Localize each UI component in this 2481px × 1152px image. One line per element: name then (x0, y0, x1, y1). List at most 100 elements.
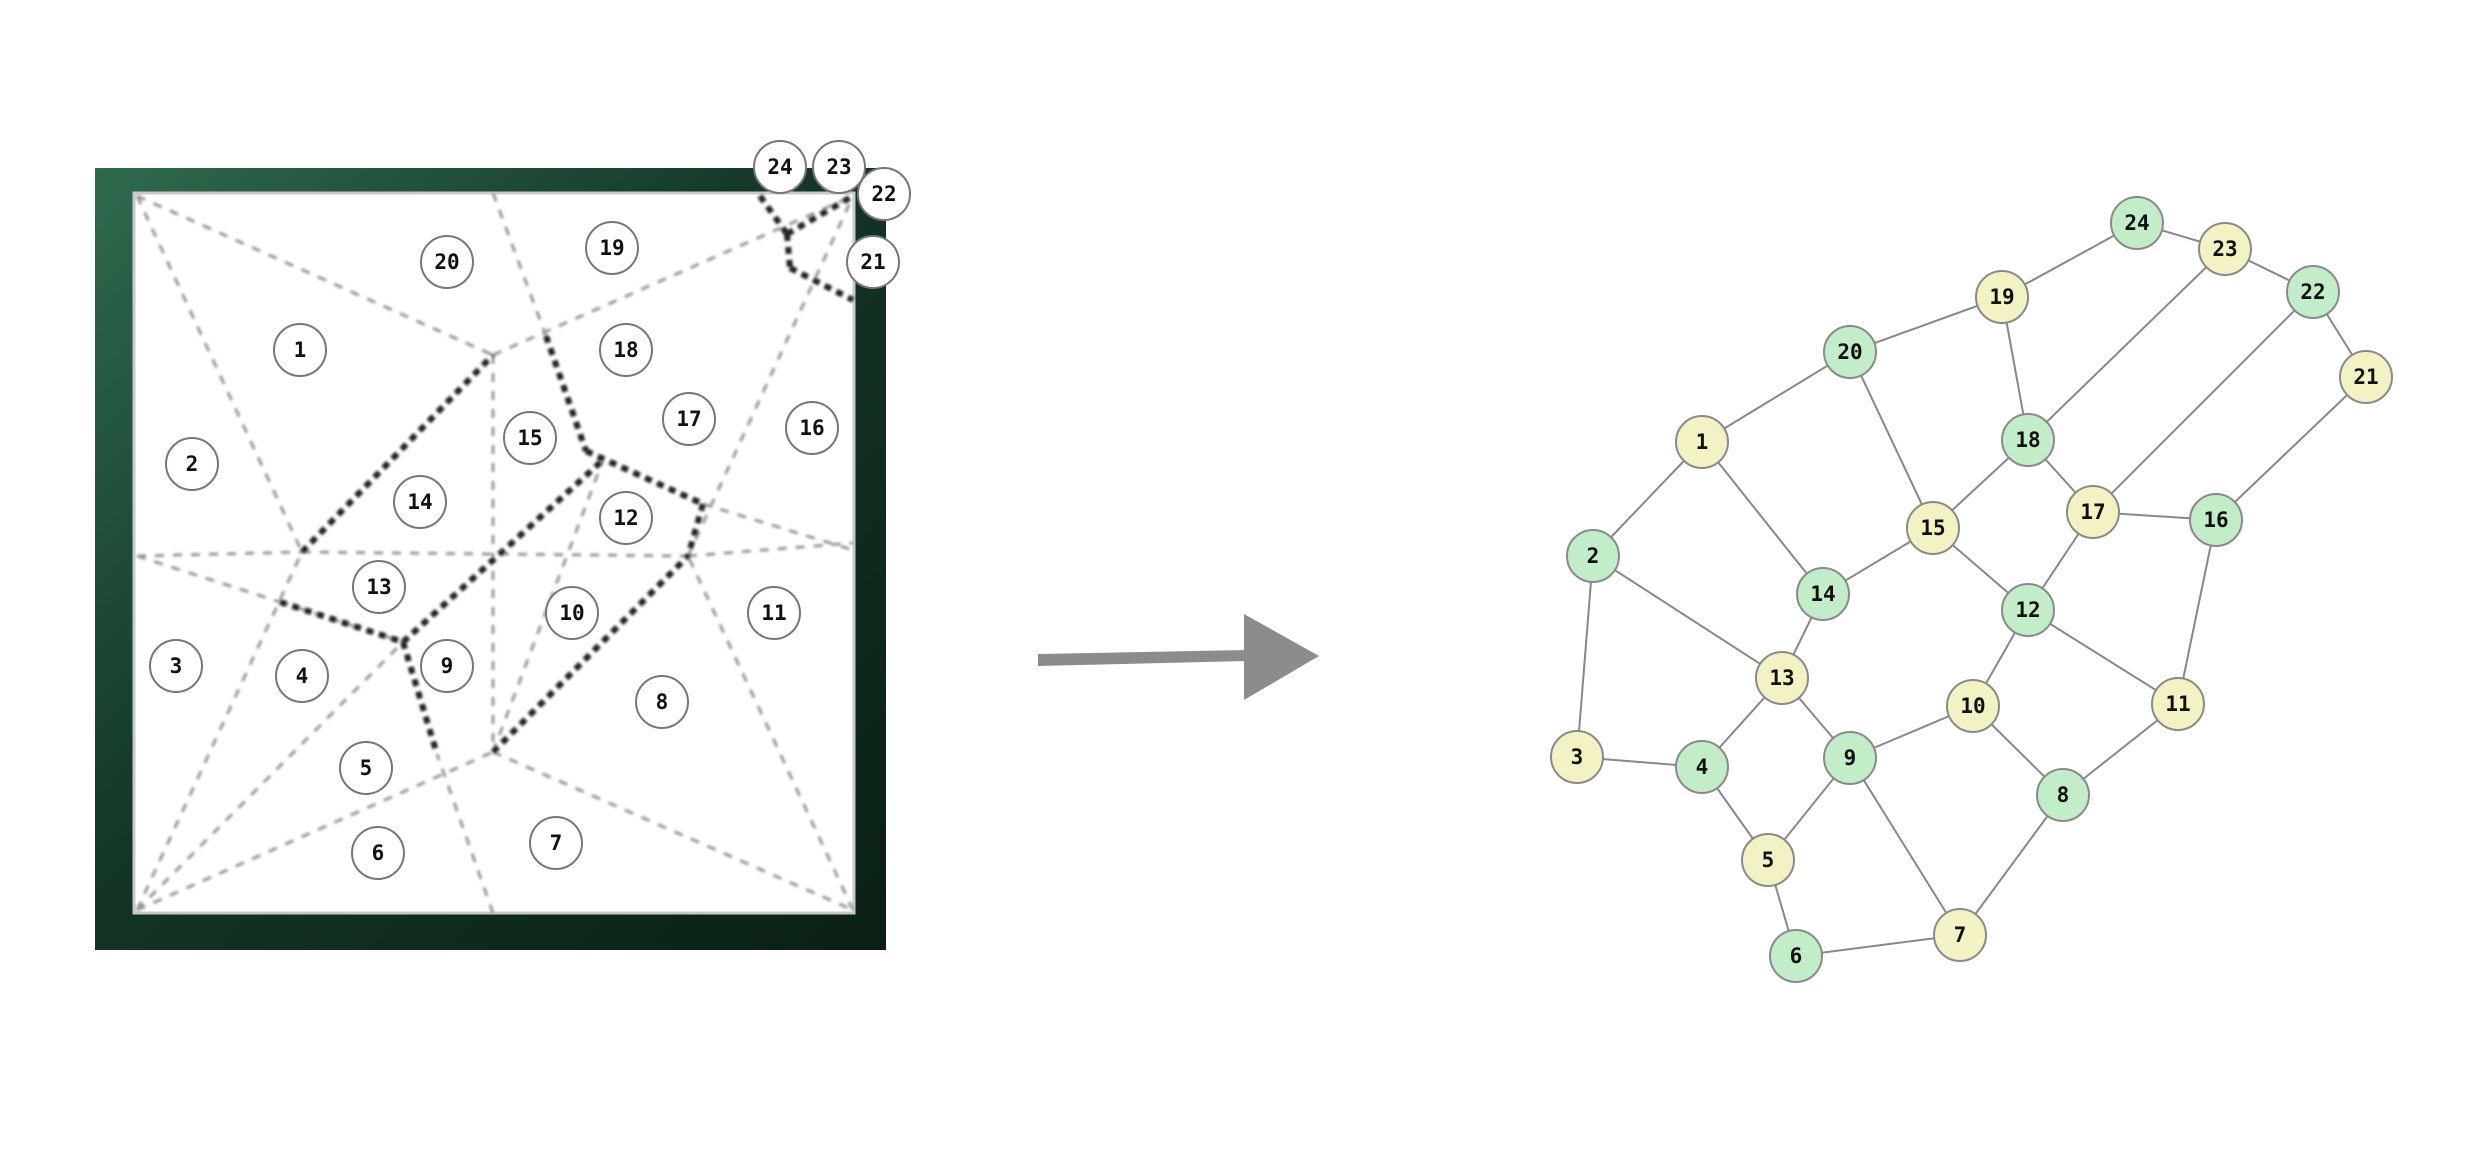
region-label-text: 17 (676, 407, 701, 431)
region-label-3: 3 (149, 639, 203, 693)
region-label-text: 5 (360, 756, 373, 780)
graph-node-circle (1933, 908, 1987, 962)
graph-node-12: 12 (2001, 583, 2055, 637)
region-label-circle (393, 475, 447, 529)
graph-node-15: 15 (1906, 501, 1960, 555)
graph-node-label: 22 (2300, 280, 2325, 304)
graph-node-label: 4 (1696, 755, 1709, 779)
graph-node-label: 3 (1571, 745, 1584, 769)
region-label-12: 12 (599, 491, 653, 545)
region-label-circle (503, 411, 557, 465)
mountain-fold-line (400, 641, 440, 755)
region-label-text: 13 (366, 575, 391, 599)
valley-fold-line (491, 192, 548, 337)
graph-node-22: 22 (2286, 265, 2340, 319)
graph-node-label: 16 (2203, 508, 2228, 532)
valley-fold-line (136, 554, 281, 604)
graph-node-6: 6 (1769, 929, 1823, 983)
region-label-text: 23 (826, 155, 851, 179)
graph-node-circle (2151, 677, 2205, 731)
region-label-8: 8 (635, 675, 689, 729)
graph-node-circle (2066, 485, 2120, 539)
region-label-text: 9 (441, 654, 454, 678)
region-label-text: 1 (294, 338, 307, 362)
graph-node-24: 24 (2110, 196, 2164, 250)
region-label-9: 9 (420, 639, 474, 693)
region-label-19: 19 (585, 221, 639, 275)
graph-node-21: 21 (2339, 350, 2393, 404)
graph-edge (1701, 441, 1824, 595)
graph-node-circle (1975, 270, 2029, 324)
graph-node-label: 9 (1844, 746, 1857, 770)
region-label-text: 12 (613, 506, 638, 530)
region-label-text: 4 (296, 664, 309, 688)
valley-fold-line (491, 459, 605, 753)
region-label-text: 19 (599, 236, 624, 260)
graph-edge (1701, 351, 1851, 443)
graph-node-7: 7 (1933, 908, 1987, 962)
graph-node-11: 11 (2151, 677, 2205, 731)
graph-node-circle (1566, 529, 1620, 583)
region-label-text: 8 (656, 690, 669, 714)
graph-node-13: 13 (1755, 651, 1809, 705)
region-label-14: 14 (393, 475, 447, 529)
region-label-6: 6 (351, 826, 405, 880)
region-label-circle (149, 639, 203, 693)
graph-node-8: 8 (2036, 768, 2090, 822)
region-label-11: 11 (747, 586, 801, 640)
graph-edge (1576, 555, 1594, 758)
region-label-circle (273, 323, 327, 377)
graph-node-label: 1 (1696, 430, 1709, 454)
mountain-fold-line (788, 265, 855, 303)
graph-node-circle (2189, 493, 2243, 547)
graph-node-19: 19 (1975, 270, 2029, 324)
graph-edge (2027, 248, 2226, 441)
graph-edge (2027, 609, 2179, 705)
region-label-circle (662, 392, 716, 446)
region-label-text: 20 (434, 250, 459, 274)
graph-node-label: 6 (1790, 944, 1803, 968)
graph-node-2: 2 (1566, 529, 1620, 583)
region-label-text: 6 (372, 841, 385, 865)
graph-node-label: 7 (1954, 923, 1967, 947)
graph-edge (2092, 291, 2314, 513)
region-label-circle (339, 741, 393, 795)
arrow-head (1244, 614, 1319, 700)
graph-node-circle (1946, 679, 2000, 733)
region-label-24: 24 (753, 140, 807, 194)
graph-node-5: 5 (1741, 833, 1795, 887)
region-label-circle (857, 167, 911, 221)
region-label-circle (599, 323, 653, 377)
graph-node-circle (1823, 731, 1877, 785)
region-label-circle (352, 560, 406, 614)
region-label-20: 20 (420, 235, 474, 289)
graph-node-1: 1 (1675, 415, 1729, 469)
graph-node-17: 17 (2066, 485, 2120, 539)
region-label-circle (420, 235, 474, 289)
valley-fold-line (686, 195, 855, 557)
graph-node-label: 5 (1762, 848, 1775, 872)
graph-node-circle (1675, 415, 1729, 469)
mountain-fold-line (279, 599, 404, 645)
graph-node-label: 23 (2212, 237, 2237, 261)
region-label-text: 21 (860, 250, 885, 274)
region-label-text: 22 (871, 182, 896, 206)
fold-lines (135, 192, 855, 914)
graph-node-circle (2001, 583, 2055, 637)
graph-node-circle (1675, 740, 1729, 794)
graph-node-label: 18 (2015, 428, 2040, 452)
mountain-fold-line (299, 352, 496, 555)
region-label-text: 11 (761, 601, 786, 625)
graph-node-label: 19 (1989, 285, 2014, 309)
region-label-13: 13 (352, 560, 406, 614)
graph-edge (1849, 757, 1961, 936)
graph-edge (1959, 794, 2064, 936)
graph-node-circle (1769, 929, 1823, 983)
graph-node-circle (1823, 325, 1877, 379)
graph-node-23: 23 (2198, 222, 2252, 276)
region-label-circle (599, 491, 653, 545)
graph-node-circle (1550, 730, 1604, 784)
